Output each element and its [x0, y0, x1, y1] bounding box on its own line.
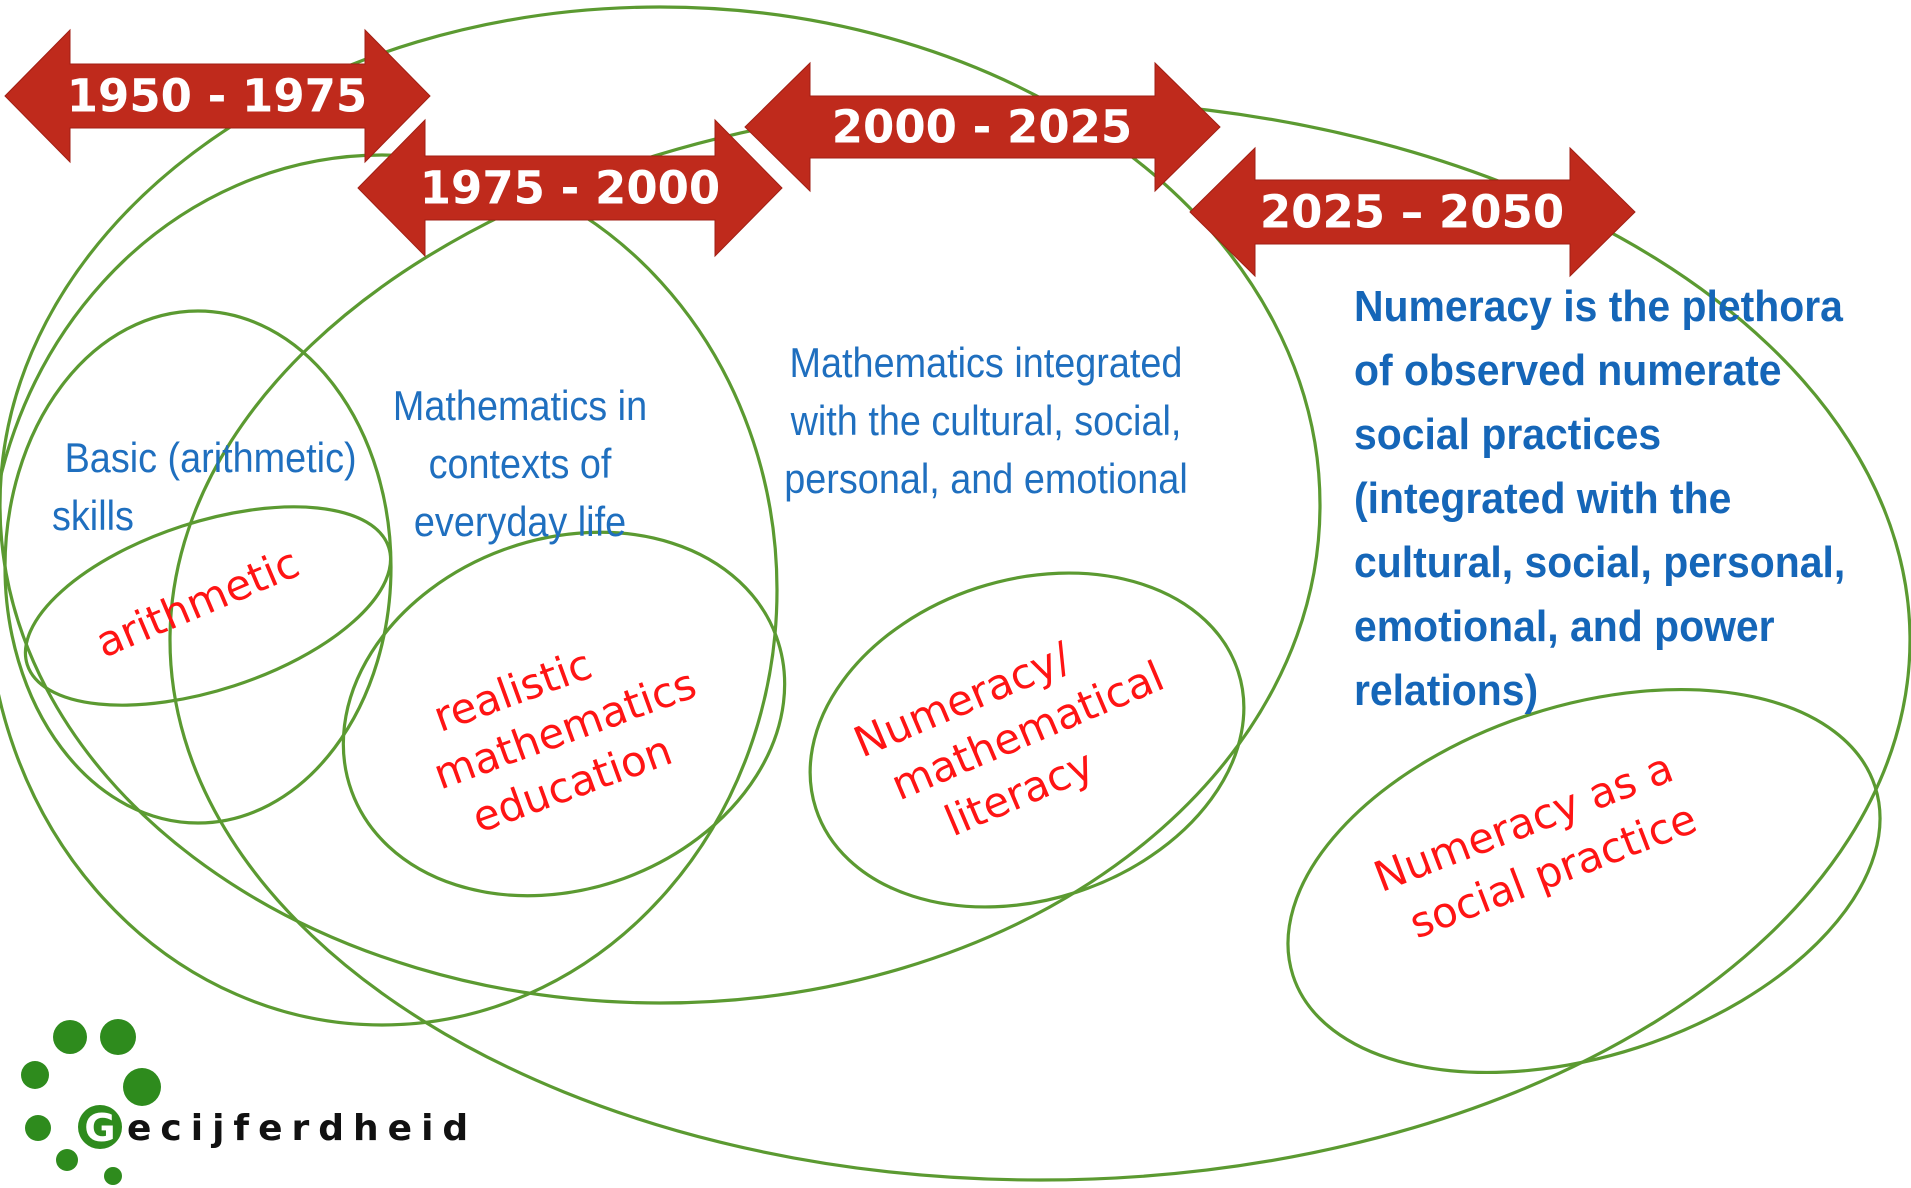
period-arrow-1975-2000: 1975 - 2000: [357, 118, 783, 258]
term-realistic-mathematics-education: realistic mathematics education: [427, 639, 703, 842]
logo-g-circle: [78, 1105, 122, 1149]
term-ellipse-realistic: [341, 530, 787, 898]
era-ellipse-2000-2025: [0, 5, 1322, 1005]
description-line: Mathematics integrated: [789, 339, 1183, 386]
description-line: emotional, and power: [1354, 602, 1775, 651]
description-line: contexts of: [428, 440, 612, 487]
term-arithmetic: arithmetic: [88, 538, 306, 667]
term-line: arithmetic: [88, 538, 306, 667]
description-line: Basic (arithmetic): [64, 434, 357, 481]
period-arrow-2000-2025: 2000 - 2025: [744, 61, 1221, 193]
era-ellipse-1975-2000: [0, 153, 779, 1027]
term-numeracy-mathematical-literacy: Numeracy/ mathematical literacy: [847, 632, 1171, 846]
description-line: skills: [52, 492, 134, 539]
logo-dot: [100, 1019, 136, 1055]
description-line: Mathematics in: [392, 382, 648, 429]
description-line: social practices: [1354, 410, 1662, 459]
term-ellipse-arithmetic: [23, 505, 393, 707]
logo-dot: [21, 1061, 49, 1089]
logo-dot: [25, 1115, 51, 1141]
logo-dot: [56, 1149, 78, 1171]
logo-dot: [104, 1167, 122, 1185]
gecijferdheid-logo: G ecijferdheid: [21, 1019, 477, 1185]
period-label: 1975 - 2000: [420, 162, 721, 215]
description-2000-2025: Mathematics integrated with the cultural…: [779, 334, 1193, 508]
period-arrow-2025-2050: 2025 – 2050: [1189, 146, 1636, 278]
logo-dot: [123, 1068, 161, 1106]
description-line: relations): [1354, 666, 1539, 715]
term-ellipse-social-practice: [1286, 687, 1882, 1075]
description-line: Numeracy is the plethora: [1354, 282, 1843, 331]
logo-wordmark: ecijferdheid: [127, 1108, 477, 1149]
period-label: 2025 – 2050: [1260, 186, 1564, 239]
description-line: of observed numerate: [1354, 346, 1782, 395]
term-numeracy-social-practice: Numeracy as a social practice: [1367, 743, 1703, 948]
description-1975-2000: Mathematics in contexts of everyday life: [385, 377, 655, 551]
period-label: 2000 - 2025: [832, 101, 1133, 154]
description-line: personal, and emotional: [784, 455, 1188, 502]
era-ellipse-1950-1975: [3, 309, 393, 825]
description-line: with the cultural, social,: [790, 397, 1182, 444]
logo-dot: [53, 1020, 87, 1054]
term-ellipse-numeracy-literacy: [808, 571, 1246, 909]
description-1950-1975: Basic (arithmetic) skills: [52, 429, 357, 545]
description-line: cultural, social, personal,: [1354, 538, 1846, 587]
description-line: everyday life: [413, 498, 627, 545]
period-arrow-1950-1975: 1950 - 1975: [4, 28, 431, 164]
logo-initial: G: [84, 1106, 115, 1150]
description-2025-2050: Numeracy is the plethora of observed num…: [1354, 275, 1845, 723]
description-line: (integrated with the: [1354, 474, 1732, 523]
period-label: 1950 - 1975: [67, 70, 368, 123]
